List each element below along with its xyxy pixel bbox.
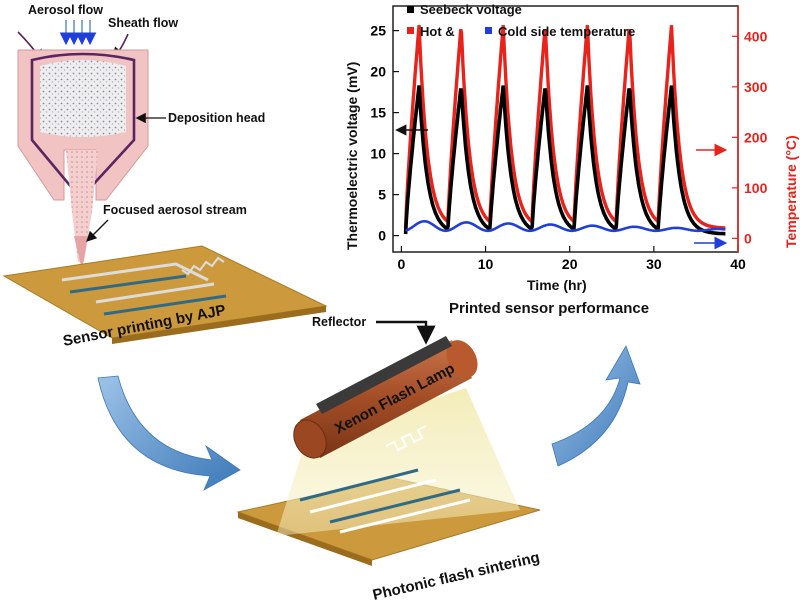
light-beam <box>276 388 520 536</box>
legend-marker-seebeck <box>407 6 414 13</box>
focused-stream-label: Focused aerosol stream <box>103 203 247 217</box>
printed-substrate: Sensor printing by AJP <box>2 245 328 350</box>
flow-arrow-right <box>551 345 641 467</box>
chart-legend: Seebeck voltage Hot & Cold side temperat… <box>407 2 635 39</box>
chart-x-axis-title: Time (hr) <box>527 277 587 293</box>
y-tick-label: 0 <box>378 228 386 244</box>
legend-hot: Hot & <box>420 24 455 39</box>
y-right-tick-label: 400 <box>744 28 768 44</box>
aerosol-flow-arrows <box>59 20 97 46</box>
y-right-tick-label: 200 <box>744 129 768 145</box>
series-hot-side-temperature <box>403 25 726 230</box>
sintered-traces <box>299 425 471 534</box>
reflector-pointer <box>376 320 436 345</box>
substrate-edge <box>112 306 326 344</box>
reflector-label: Reflector <box>312 315 366 329</box>
series-cold-side-temperature <box>405 220 726 233</box>
deposition-head-illustration: Aerosol flow Sheath flow Deposition head… <box>17 3 265 270</box>
x-tick-label: 10 <box>478 256 494 272</box>
xenon-lamp-far-end <box>446 340 478 378</box>
deposition-head-label: Deposition head <box>168 111 265 125</box>
aerosol-flow-label: Aerosol flow <box>28 3 103 17</box>
flow-arrow-left <box>97 375 241 491</box>
flash-sintering-illustration: Xenon Flash Lamp Reflector Photonic flas… <box>236 315 541 602</box>
xenon-lamp-body <box>300 340 472 458</box>
sintering-label: Photonic flash sintering <box>371 549 541 602</box>
focused-stream-pointer <box>86 219 109 242</box>
sheath-flow-label: Sheath flow <box>108 16 178 30</box>
legend-seebeck: Seebeck voltage <box>420 2 522 17</box>
printed-traces <box>61 256 227 316</box>
y-tick-label: 10 <box>370 146 386 162</box>
legend-cold: Cold side temperature <box>498 24 635 39</box>
aerosol-cloud <box>40 60 126 137</box>
plot-frame <box>392 5 739 253</box>
y-right-tick-label: 300 <box>744 79 768 95</box>
series-seebeck-voltage <box>403 85 726 236</box>
legend-marker-cold <box>485 27 492 34</box>
sintering-substrate-edge <box>238 512 372 566</box>
y-right-tick-label: 0 <box>744 230 752 246</box>
chart-right-axis-title: Temperature (°C) <box>783 135 799 248</box>
y-tick-label: 25 <box>370 23 386 39</box>
y-tick-label: 20 <box>370 64 386 80</box>
focused-aerosol-stream <box>66 150 98 262</box>
x-tick-label: 20 <box>562 256 578 272</box>
y-tick-label: 15 <box>370 105 386 121</box>
reflector <box>316 336 452 414</box>
x-tick-label: 0 <box>398 256 406 272</box>
stream-tip <box>74 236 88 270</box>
y-right-tick-label: 100 <box>744 180 768 196</box>
chart-caption: Printed sensor performance <box>449 300 649 317</box>
xenon-lamp-end <box>293 419 327 459</box>
chart-left-axis-title: Thermoelectric voltage (mV) <box>344 62 360 250</box>
y-tick-label: 5 <box>378 187 386 203</box>
x-tick-label: 30 <box>646 256 662 272</box>
legend-marker-hot <box>407 27 414 34</box>
x-tick-label: 40 <box>730 256 746 272</box>
